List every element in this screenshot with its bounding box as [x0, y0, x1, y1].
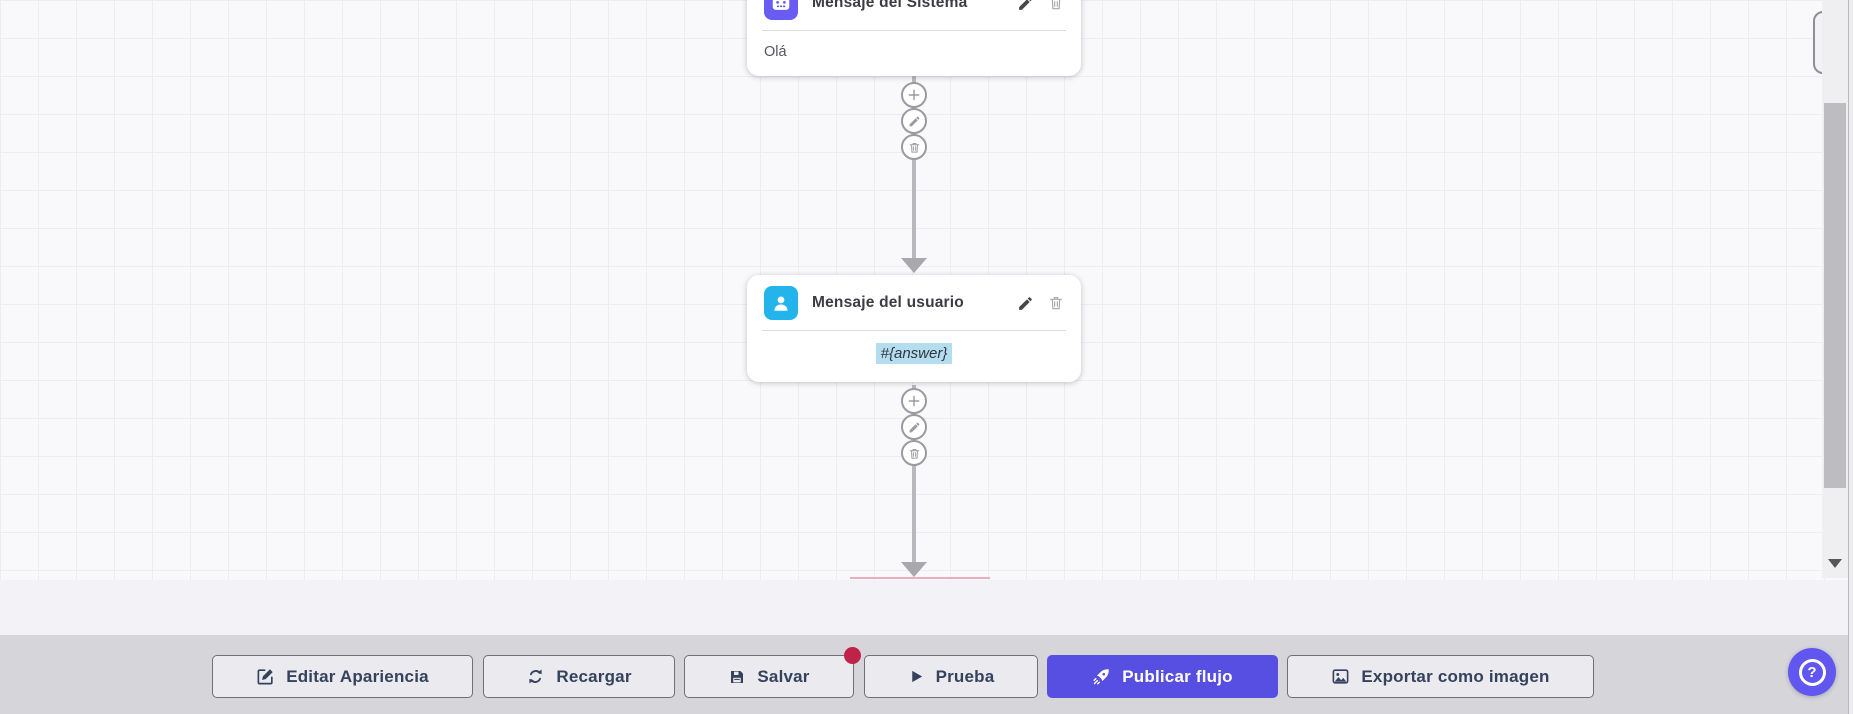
- publish-flow-button[interactable]: Publicar flujo: [1047, 655, 1278, 698]
- node-title: Mensaje del usuario: [812, 294, 964, 311]
- delete-node-button[interactable]: [1047, 294, 1065, 312]
- question-icon: ?: [1798, 658, 1826, 686]
- connector-arrow-icon: [901, 562, 927, 577]
- button-label: Prueba: [935, 666, 995, 686]
- save-icon: [731, 670, 744, 683]
- help-button[interactable]: ?: [1788, 648, 1836, 696]
- button-label: Publicar flujo: [1122, 666, 1233, 686]
- node-divider: [762, 30, 1066, 31]
- node-header: Mensaje del usuario: [747, 275, 1081, 330]
- edit-connector-button[interactable]: [901, 108, 927, 134]
- image-icon: [1332, 669, 1349, 684]
- unsaved-changes-badge: [844, 647, 861, 664]
- edit-connector-button[interactable]: [901, 414, 927, 440]
- node-system-message[interactable]: Mensaje del Sistema Olá: [747, 0, 1081, 76]
- pencil-icon: [909, 422, 919, 432]
- chevron-down-icon: [1828, 558, 1842, 568]
- trash-icon: [1050, 297, 1062, 310]
- add-node-button[interactable]: [901, 82, 927, 108]
- rocket-icon: [1093, 669, 1110, 685]
- button-label: Recargar: [556, 666, 632, 686]
- flow-canvas[interactable]: Mensaje del Sistema Olá: [0, 0, 1853, 580]
- connector-line: [912, 385, 916, 565]
- test-button[interactable]: Prueba: [864, 655, 1038, 698]
- save-button[interactable]: Salvar: [684, 655, 854, 698]
- pencil-icon: [1018, 0, 1031, 10]
- connector-arrow-icon: [901, 258, 927, 273]
- edit-node-button[interactable]: [1016, 0, 1034, 12]
- plus-icon: [908, 89, 920, 101]
- trash-icon: [1051, 0, 1061, 10]
- node-body-text: #{answer}: [747, 331, 1081, 382]
- export-image-button[interactable]: Exportar como imagen: [1287, 655, 1594, 698]
- plus-icon: [908, 395, 920, 407]
- add-node-button[interactable]: [901, 388, 927, 414]
- node-header: Mensaje del Sistema: [747, 0, 1081, 30]
- button-label: Exportar como imagen: [1361, 666, 1550, 686]
- window-right-edge: [1848, 0, 1853, 714]
- button-label: Salvar: [757, 666, 810, 686]
- node-title: Mensaje del Sistema: [812, 0, 968, 11]
- pencil-icon: [1018, 296, 1032, 310]
- button-label: Editar Apariencia: [286, 666, 429, 686]
- edit-node-button[interactable]: [1016, 294, 1034, 312]
- node-user-message[interactable]: Mensaje del usuario #{answer}: [747, 275, 1081, 382]
- delete-node-button[interactable]: [1047, 0, 1065, 12]
- connector-line: [912, 55, 916, 265]
- edit-appearance-button[interactable]: Editar Apariencia: [212, 655, 473, 698]
- edit-square-icon: [257, 669, 273, 685]
- pencil-icon: [909, 116, 919, 126]
- reload-button[interactable]: Recargar: [483, 655, 675, 698]
- scroll-down-button[interactable]: [1822, 548, 1848, 578]
- refresh-icon: [529, 669, 543, 684]
- trash-icon: [909, 448, 919, 459]
- robot-icon: [764, 0, 798, 20]
- delete-connector-button[interactable]: [901, 134, 927, 160]
- vertical-scrollbar-thumb[interactable]: [1824, 103, 1846, 488]
- node-divider: [762, 330, 1066, 331]
- user-icon: [764, 286, 798, 320]
- canvas-footer-strip: [0, 580, 1848, 635]
- node-body-text: Olá: [764, 44, 787, 60]
- drop-indicator-line: [850, 577, 990, 579]
- trash-icon: [909, 142, 919, 153]
- variable-token[interactable]: #{answer}: [875, 343, 953, 364]
- play-icon: [911, 670, 922, 683]
- delete-connector-button[interactable]: [901, 440, 927, 466]
